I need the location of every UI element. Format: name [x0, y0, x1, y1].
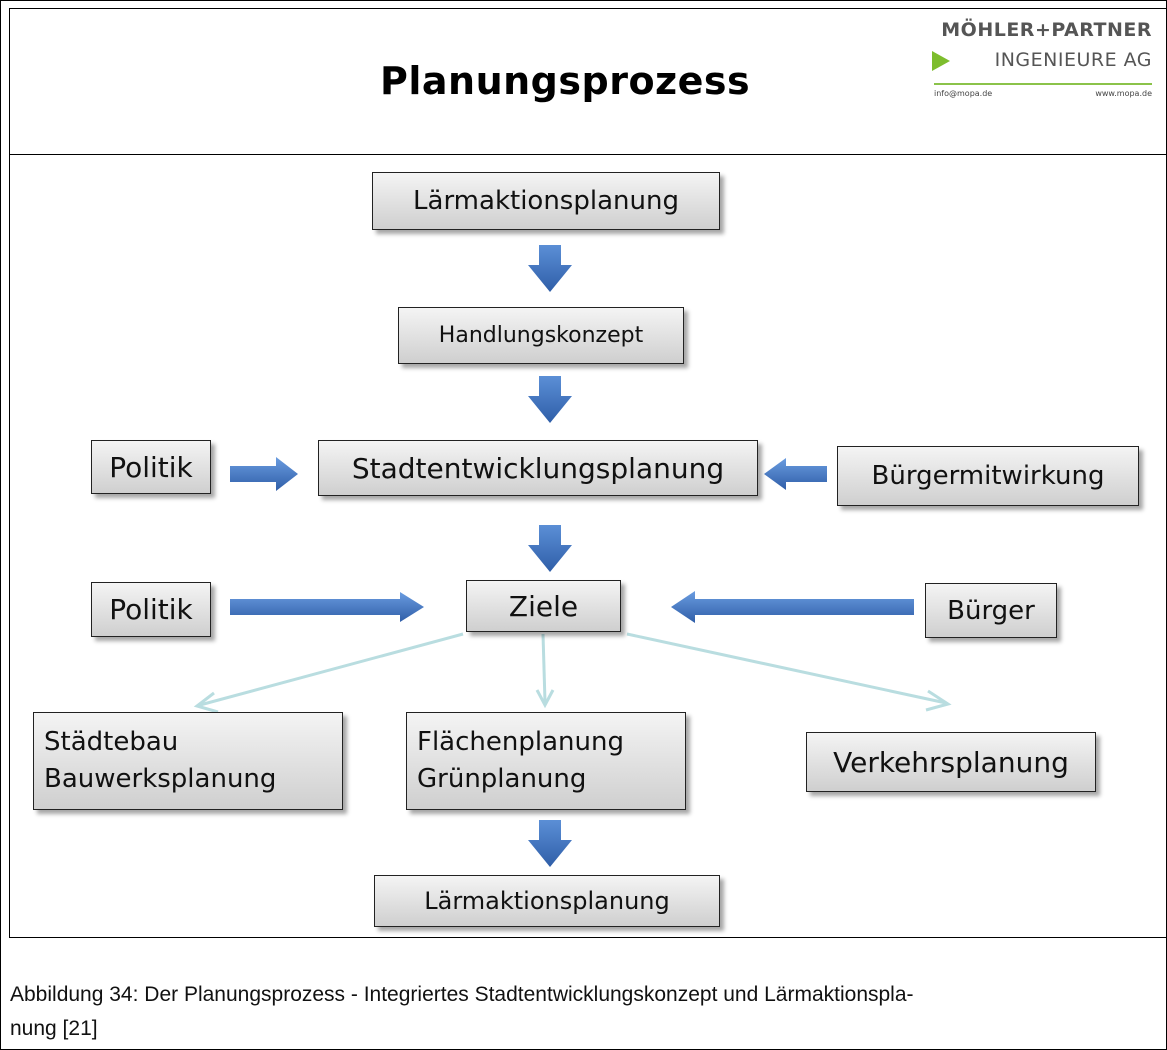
box-label-line2: Bauwerksplanung [44, 764, 277, 794]
box-label: Bürger [947, 595, 1035, 626]
arrow-down-1 [528, 245, 572, 292]
box-politik-1: Politik [91, 440, 211, 494]
box-label: Lärmaktionsplanung [424, 887, 670, 915]
logo-divider [934, 83, 1152, 85]
arrow-left-buerger-1 [764, 458, 827, 490]
box-staedtebau: Städtebau Bauwerksplanung [33, 712, 343, 810]
box-ziele: Ziele [466, 580, 621, 632]
box-politik-2: Politik [91, 582, 211, 637]
box-label: Lärmaktionsplanung [413, 186, 679, 216]
caption-line-2: nung [21] [10, 1017, 98, 1040]
box-laermaktionsplanung-bottom: Lärmaktionsplanung [374, 875, 720, 927]
arrow-down-2 [528, 376, 572, 423]
logo-email: info@mopa.de [934, 89, 993, 98]
box-label: Ziele [508, 589, 579, 623]
box-label: Bürgermitwirkung [871, 461, 1105, 491]
arrow-right-politik-1 [230, 457, 298, 491]
box-label-line1: Flächenplanung [417, 727, 624, 757]
box-laermaktionsplanung-top: Lärmaktionsplanung [372, 172, 720, 230]
company-logo: MÖHLER+PARTNER INGENIEURE AG info@mopa.d… [928, 19, 1158, 129]
box-label: Politik [109, 450, 193, 484]
box-label: Politik [109, 593, 193, 626]
play-triangle-icon [932, 51, 950, 71]
logo-company-suffix: INGENIEURE AG [994, 49, 1152, 71]
arrow-down-3 [528, 525, 572, 572]
arrow-right-politik-2 [230, 592, 424, 622]
arrow-left-buerger-2 [671, 591, 914, 623]
box-label: Stadtentwicklungsplanung [351, 451, 725, 485]
arrow-to-staedtebau-head [193, 691, 219, 714]
title-bar: Planungsprozess MÖHLER+PARTNER INGENIEUR… [10, 9, 1166, 155]
box-label-line1: Städtebau [44, 727, 179, 757]
arrow-to-flaechen-head [535, 689, 555, 709]
box-handlungskonzept: Handlungskonzept [398, 307, 684, 364]
box-label: Handlungskonzept [438, 323, 644, 348]
caption-line-1: Abbildung 34: Der Planungsprozess - Inte… [10, 983, 914, 1006]
arrow-down-4 [528, 820, 572, 867]
arrow-to-staedtebau [199, 632, 464, 707]
box-verkehrsplanung: Verkehrsplanung [806, 732, 1096, 792]
arrow-to-verkehr [626, 632, 947, 705]
box-label-line2: Grünplanung [417, 764, 587, 794]
box-buergermitwirkung: Bürgermitwirkung [837, 446, 1139, 506]
figure-caption: Abbildung 34: Der Planungsprozess - Inte… [10, 978, 1160, 1046]
arrow-to-verkehr-head [925, 689, 952, 712]
logo-website: www.mopa.de [1095, 89, 1152, 98]
box-stadtentwicklungsplanung: Stadtentwicklungsplanung [318, 440, 758, 496]
slide-title: Planungsprozess [380, 59, 751, 103]
box-buerger: Bürger [925, 583, 1057, 638]
box-flaechenplanung: Flächenplanung Grünplanung [406, 712, 686, 810]
arrow-to-flaechen [541, 633, 547, 703]
fanout-arrows [193, 632, 952, 714]
box-label: Verkehrsplanung [833, 745, 1069, 779]
logo-company-name: MÖHLER+PARTNER [941, 19, 1152, 41]
